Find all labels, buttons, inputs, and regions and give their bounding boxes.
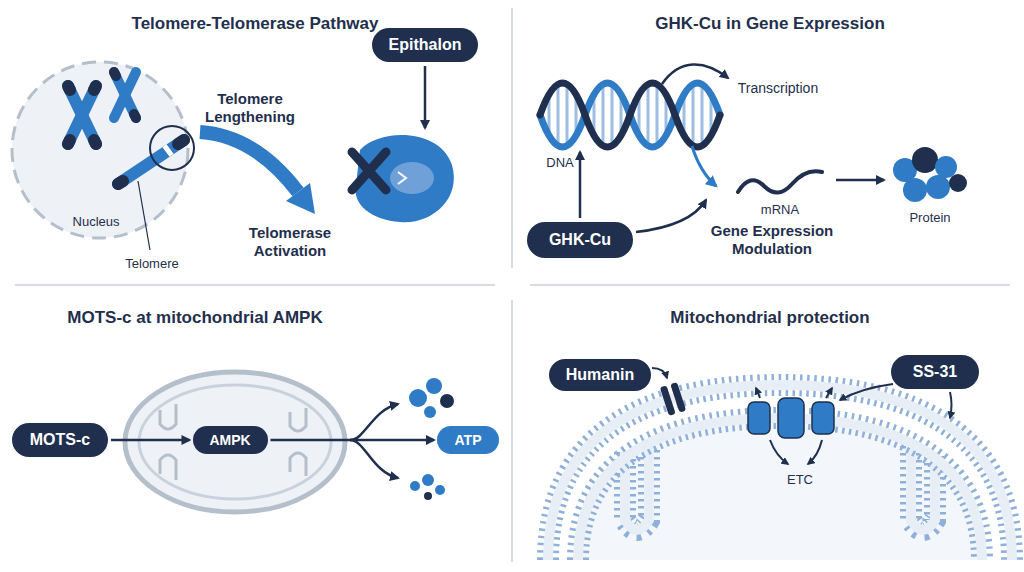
process-label: Telomerase Activation: [238, 224, 343, 260]
label-text: Protein: [909, 210, 950, 225]
label-text: Telomere-Telomerase Pathway: [132, 14, 379, 33]
peptide-pill: SS-31: [891, 355, 979, 389]
pill-text: AMPK: [209, 432, 252, 449]
label-text: Transcription: [738, 80, 818, 96]
label-text: MOTS-c at mitochondrial AMPK: [67, 308, 322, 327]
label-text: GHK-Cu in Gene Expression: [655, 14, 885, 33]
pill-text: MOTS-c: [28, 430, 92, 449]
process-label: Gene Expression Modulation: [697, 222, 847, 258]
leader-line: [138, 181, 150, 250]
peptide-pill: ATP: [437, 426, 499, 454]
pill-text: ATP: [453, 432, 483, 449]
process-label: Telomere Lengthening: [198, 90, 303, 126]
etc-complexes: [748, 398, 834, 438]
pointer-arrow: [424, 66, 427, 128]
peptide-pill: Humanin: [549, 359, 651, 391]
label-text: DNA: [546, 155, 573, 170]
process-label: Transcription: [738, 80, 818, 97]
label-text: Nucleus: [73, 214, 120, 229]
pill-text: Epithalon: [388, 35, 462, 54]
mitochondrial-membrane: [548, 385, 1012, 560]
pill-text: Humanin: [565, 365, 635, 384]
protein-cluster: [893, 147, 967, 202]
part-label: Telomere: [125, 256, 178, 272]
part-label: DNA: [546, 155, 573, 171]
nucleus-illustration: [12, 62, 194, 250]
panel-title: Telomere-Telomerase Pathway: [132, 14, 379, 34]
panel-title: GHK-Cu in Gene Expression: [655, 14, 885, 34]
part-label: ETC: [787, 472, 813, 488]
peptide-pill: AMPK: [193, 426, 268, 454]
arrow-connector: [271, 439, 435, 442]
mitochondrion: [125, 372, 345, 512]
mrna-strand: [738, 171, 822, 192]
pill-text: GHK-Cu: [543, 230, 617, 249]
pill-text: SS-31: [907, 362, 963, 381]
label-text: Telomere: [125, 256, 178, 271]
expression-arrows: [580, 64, 884, 232]
part-label: mRNA: [761, 202, 799, 218]
telomerase-enzyme: [352, 135, 454, 222]
label-text: Mitochondrial protection: [670, 308, 869, 327]
label-text: Gene Expression Modulation: [711, 222, 834, 257]
panel-title: Mitochondrial protection: [670, 308, 869, 328]
panel-title: MOTS-c at mitochondrial AMPK: [67, 308, 322, 328]
part-label: Nucleus: [73, 214, 120, 230]
peptide-pill: GHK-Cu: [527, 222, 633, 258]
label-text: Telomere Lengthening: [205, 90, 295, 125]
arrow-connector: [111, 439, 190, 442]
peptide-pill: Epithalon: [372, 28, 478, 62]
dna-helix: [540, 83, 720, 147]
activation-arrow: [200, 132, 315, 214]
humanin-channel: [660, 382, 686, 416]
label-text: mRNA: [761, 202, 799, 217]
label-text: ETC: [787, 472, 813, 487]
label-text: Telomerase Activation: [249, 224, 331, 259]
peptide-pill: MOTS-c: [12, 423, 108, 457]
part-label: Protein: [909, 210, 950, 226]
